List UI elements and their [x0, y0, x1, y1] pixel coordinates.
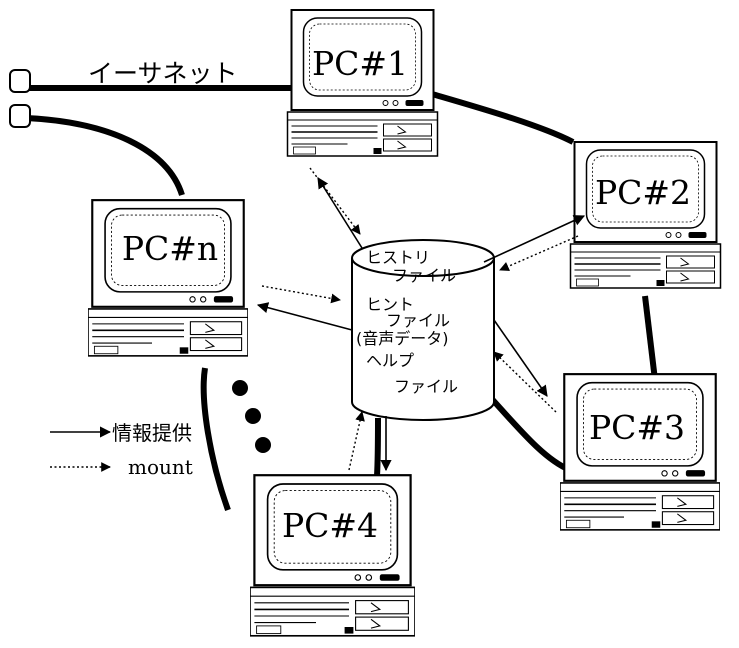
mount-arrow-pc3	[494, 352, 556, 412]
pc-2: PC#2	[571, 142, 721, 288]
info-arrow-pc3	[494, 320, 547, 396]
legend: 情報提供 mount	[50, 421, 193, 479]
ethernet-terminator-bottom	[10, 105, 30, 127]
info-arrow-pc2	[484, 216, 584, 262]
history-file-label-line2: ファイル	[392, 266, 456, 285]
ethernet-label: イーサネット	[88, 59, 238, 88]
legend-mount-label: mount	[128, 455, 193, 479]
legend-info-label: 情報提供	[112, 421, 192, 445]
hint-file-label-line2: ファイル	[386, 311, 450, 330]
hint-file-label-line3: (音声データ)	[356, 329, 449, 348]
pc-3-label: PC#3	[589, 408, 685, 447]
pc-n-label: PC#n	[122, 229, 218, 268]
pc-3: PC#3	[560, 374, 720, 530]
pc-n: PC#n	[88, 200, 248, 356]
pc-2-label: PC#2	[595, 173, 691, 212]
pc-4-label: PC#4	[282, 506, 378, 545]
mount-arrow-pc2	[500, 236, 578, 270]
pc-4: PC#4	[250, 475, 415, 636]
mount-arrow-pcn	[262, 286, 340, 300]
ethernet-terminator-top	[10, 70, 30, 92]
history-file-label-line1: ヒストリ	[366, 248, 430, 267]
mount-arrow-pc4	[349, 412, 362, 470]
more-pcs-dots	[232, 380, 271, 453]
info-arrow-pcn	[258, 305, 352, 330]
pc-1-label: PC#1	[312, 44, 408, 83]
pc-1: PC#1	[288, 10, 438, 156]
file-server-cylinder: ヒストリ ファイル ヒント ファイル (音声データ) ヘルプ ファイル	[352, 240, 494, 420]
info-arrow-pc1	[318, 178, 362, 248]
help-file-label-line1: ヘルプ	[366, 351, 414, 370]
help-file-label-line2: ファイル	[394, 377, 458, 396]
mount-arrow-pc1	[310, 168, 360, 234]
